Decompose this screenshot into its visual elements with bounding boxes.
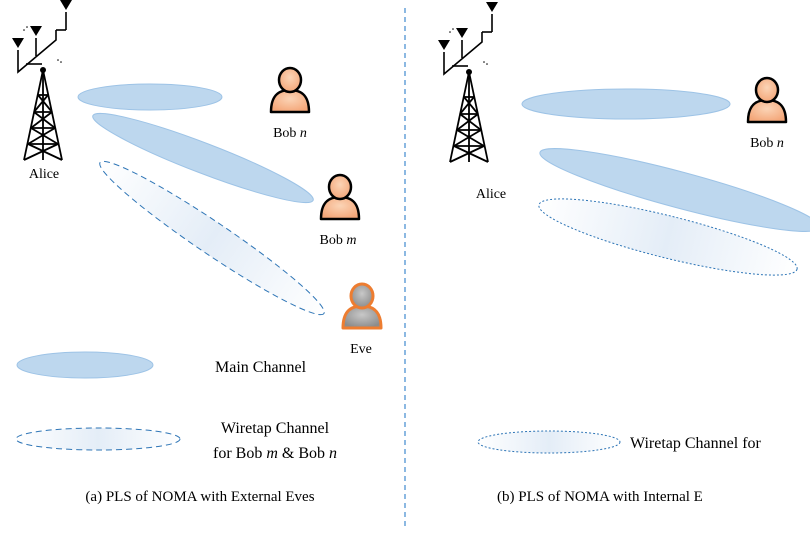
alice-label: Alice xyxy=(29,167,59,182)
legend-wiretap-swatch xyxy=(15,427,181,451)
bob-n-label-b: Bob n xyxy=(750,136,784,151)
legend-main-label: Main Channel xyxy=(215,359,307,376)
caption-a: (a) PLS of NOMA with External Eves xyxy=(85,489,314,505)
legend-wiretap-line1: Wiretap Channel xyxy=(221,420,330,437)
eve-label: Eve xyxy=(350,342,372,357)
bob-m-label: Bob m xyxy=(320,233,357,248)
wiretap-channel-b xyxy=(538,198,798,276)
caption-b: (b) PLS of NOMA with Internal E xyxy=(497,489,703,505)
main-channel-bob-n xyxy=(77,83,223,111)
legend-main-swatch xyxy=(16,351,154,379)
main-channel-bob-m xyxy=(92,112,314,204)
legend-wiretap-swatch-b xyxy=(477,430,621,454)
main-channel-bob-m-b xyxy=(539,148,810,232)
bob-m-person-icon xyxy=(319,173,361,221)
bob-n-person-icon-b xyxy=(746,76,788,124)
panel-b: Alice Bob n Wiretap Channel for (b) PLS … xyxy=(437,1,810,505)
alice-tower-icon-b xyxy=(437,1,499,163)
alice-tower-icon xyxy=(11,0,73,161)
panel-a: Alice Bob n Bob m Eve Main Channel Wiret… xyxy=(11,0,383,505)
wiretap-channel-eve xyxy=(99,160,325,316)
alice-label-b: Alice xyxy=(476,187,506,202)
legend-wiretap-line2: for Bob m & Bob n xyxy=(213,445,337,462)
bob-n-person-icon xyxy=(269,66,311,114)
bob-n-label: Bob n xyxy=(273,126,307,141)
legend-wiretap-label-b: Wiretap Channel for xyxy=(630,435,762,452)
main-channel-bob-n-b xyxy=(521,88,731,120)
eve-person-icon xyxy=(341,282,383,330)
